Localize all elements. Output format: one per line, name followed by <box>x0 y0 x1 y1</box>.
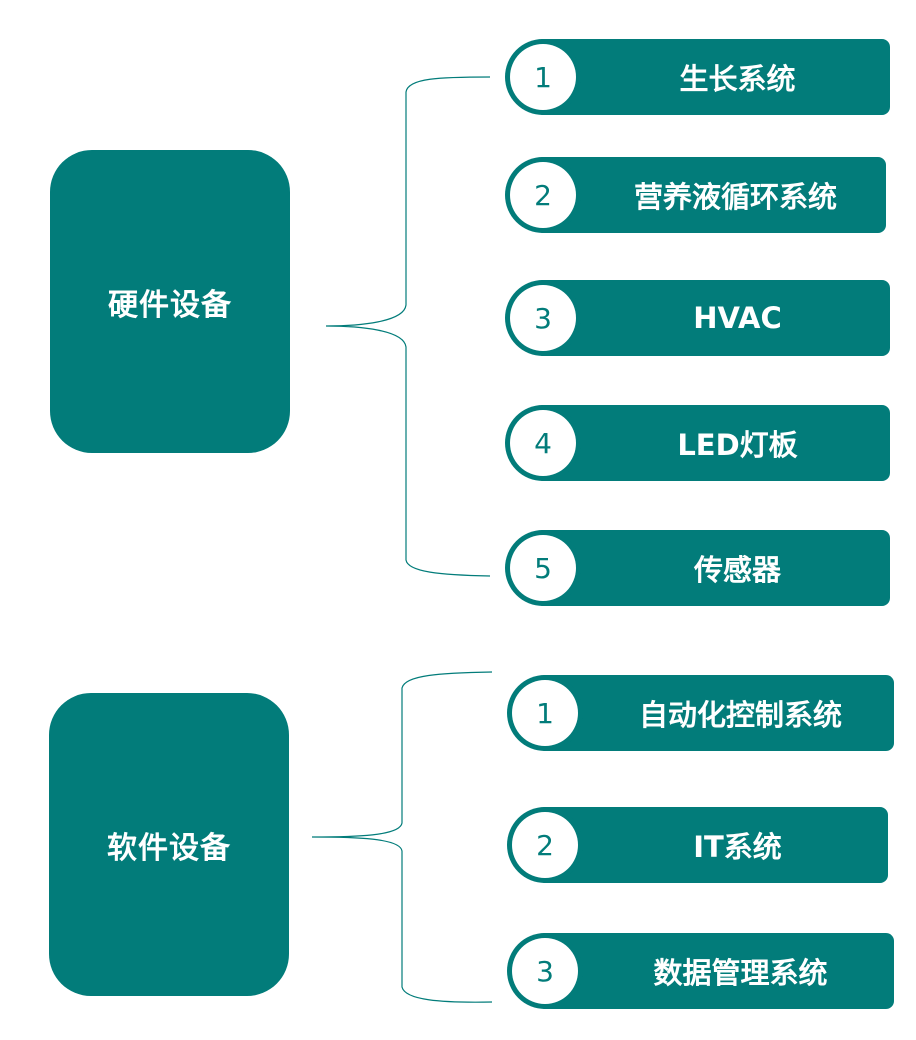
item-label: LED灯板 <box>677 428 798 462</box>
item-number-badge: 3 <box>505 280 581 356</box>
list-item: 4 LED灯板 <box>505 405 890 481</box>
item-number: 2 <box>512 812 578 878</box>
software-bracket-line <box>311 671 493 1003</box>
list-item: 2 IT系统 <box>507 807 888 883</box>
item-number-badge: 5 <box>505 530 581 606</box>
category-title-hardware: 硬件设备 <box>108 287 232 323</box>
item-label: IT系统 <box>693 830 782 864</box>
list-item: 3 数据管理系统 <box>507 933 894 1009</box>
item-number-badge: 1 <box>505 39 581 115</box>
item-number: 1 <box>512 680 578 746</box>
item-bar <box>535 530 890 606</box>
item-label: 自动化控制系统 <box>638 698 842 732</box>
item-number-badge: 3 <box>507 933 583 1009</box>
list-item: 3 HVAC <box>505 280 890 356</box>
list-item: 2 营养液循环系统 <box>505 157 886 233</box>
item-number: 3 <box>512 938 578 1004</box>
item-bar <box>537 675 894 751</box>
list-item: 1 自动化控制系统 <box>507 675 894 751</box>
item-number: 1 <box>510 44 576 110</box>
item-label: 营养液循环系统 <box>633 180 837 214</box>
item-bar <box>535 157 886 233</box>
item-bar <box>537 933 894 1009</box>
hardware-bracket-line <box>325 76 491 577</box>
item-number-badge: 1 <box>507 675 583 751</box>
item-number: 3 <box>510 285 576 351</box>
category-box-hardware: 硬件设备 <box>50 150 290 453</box>
item-number: 2 <box>510 162 576 228</box>
category-title-software: 软件设备 <box>107 830 231 866</box>
hardware-group: 硬件设备 1 生长系统 2 营养液循环系统 3 HVAC 4 LED灯板 5 传 <box>50 39 890 606</box>
item-number: 4 <box>510 410 576 476</box>
item-label: 数据管理系统 <box>653 956 828 990</box>
item-bar <box>535 280 890 356</box>
software-group: 软件设备 1 自动化控制系统 2 IT系统 3 数据管理系统 <box>0 640 916 1040</box>
item-bar <box>535 39 890 115</box>
category-box-software: 软件设备 <box>49 693 289 996</box>
item-number-badge: 4 <box>505 405 581 481</box>
item-label: 生长系统 <box>679 62 796 96</box>
item-number: 5 <box>510 535 576 601</box>
list-item: 5 传感器 <box>505 530 890 606</box>
item-bar <box>537 807 888 883</box>
item-bar <box>535 405 890 481</box>
item-number-badge: 2 <box>507 807 583 883</box>
list-item: 1 生长系统 <box>505 39 890 115</box>
item-number-badge: 2 <box>505 157 581 233</box>
item-label: 传感器 <box>693 553 781 587</box>
item-label: HVAC <box>693 301 782 335</box>
